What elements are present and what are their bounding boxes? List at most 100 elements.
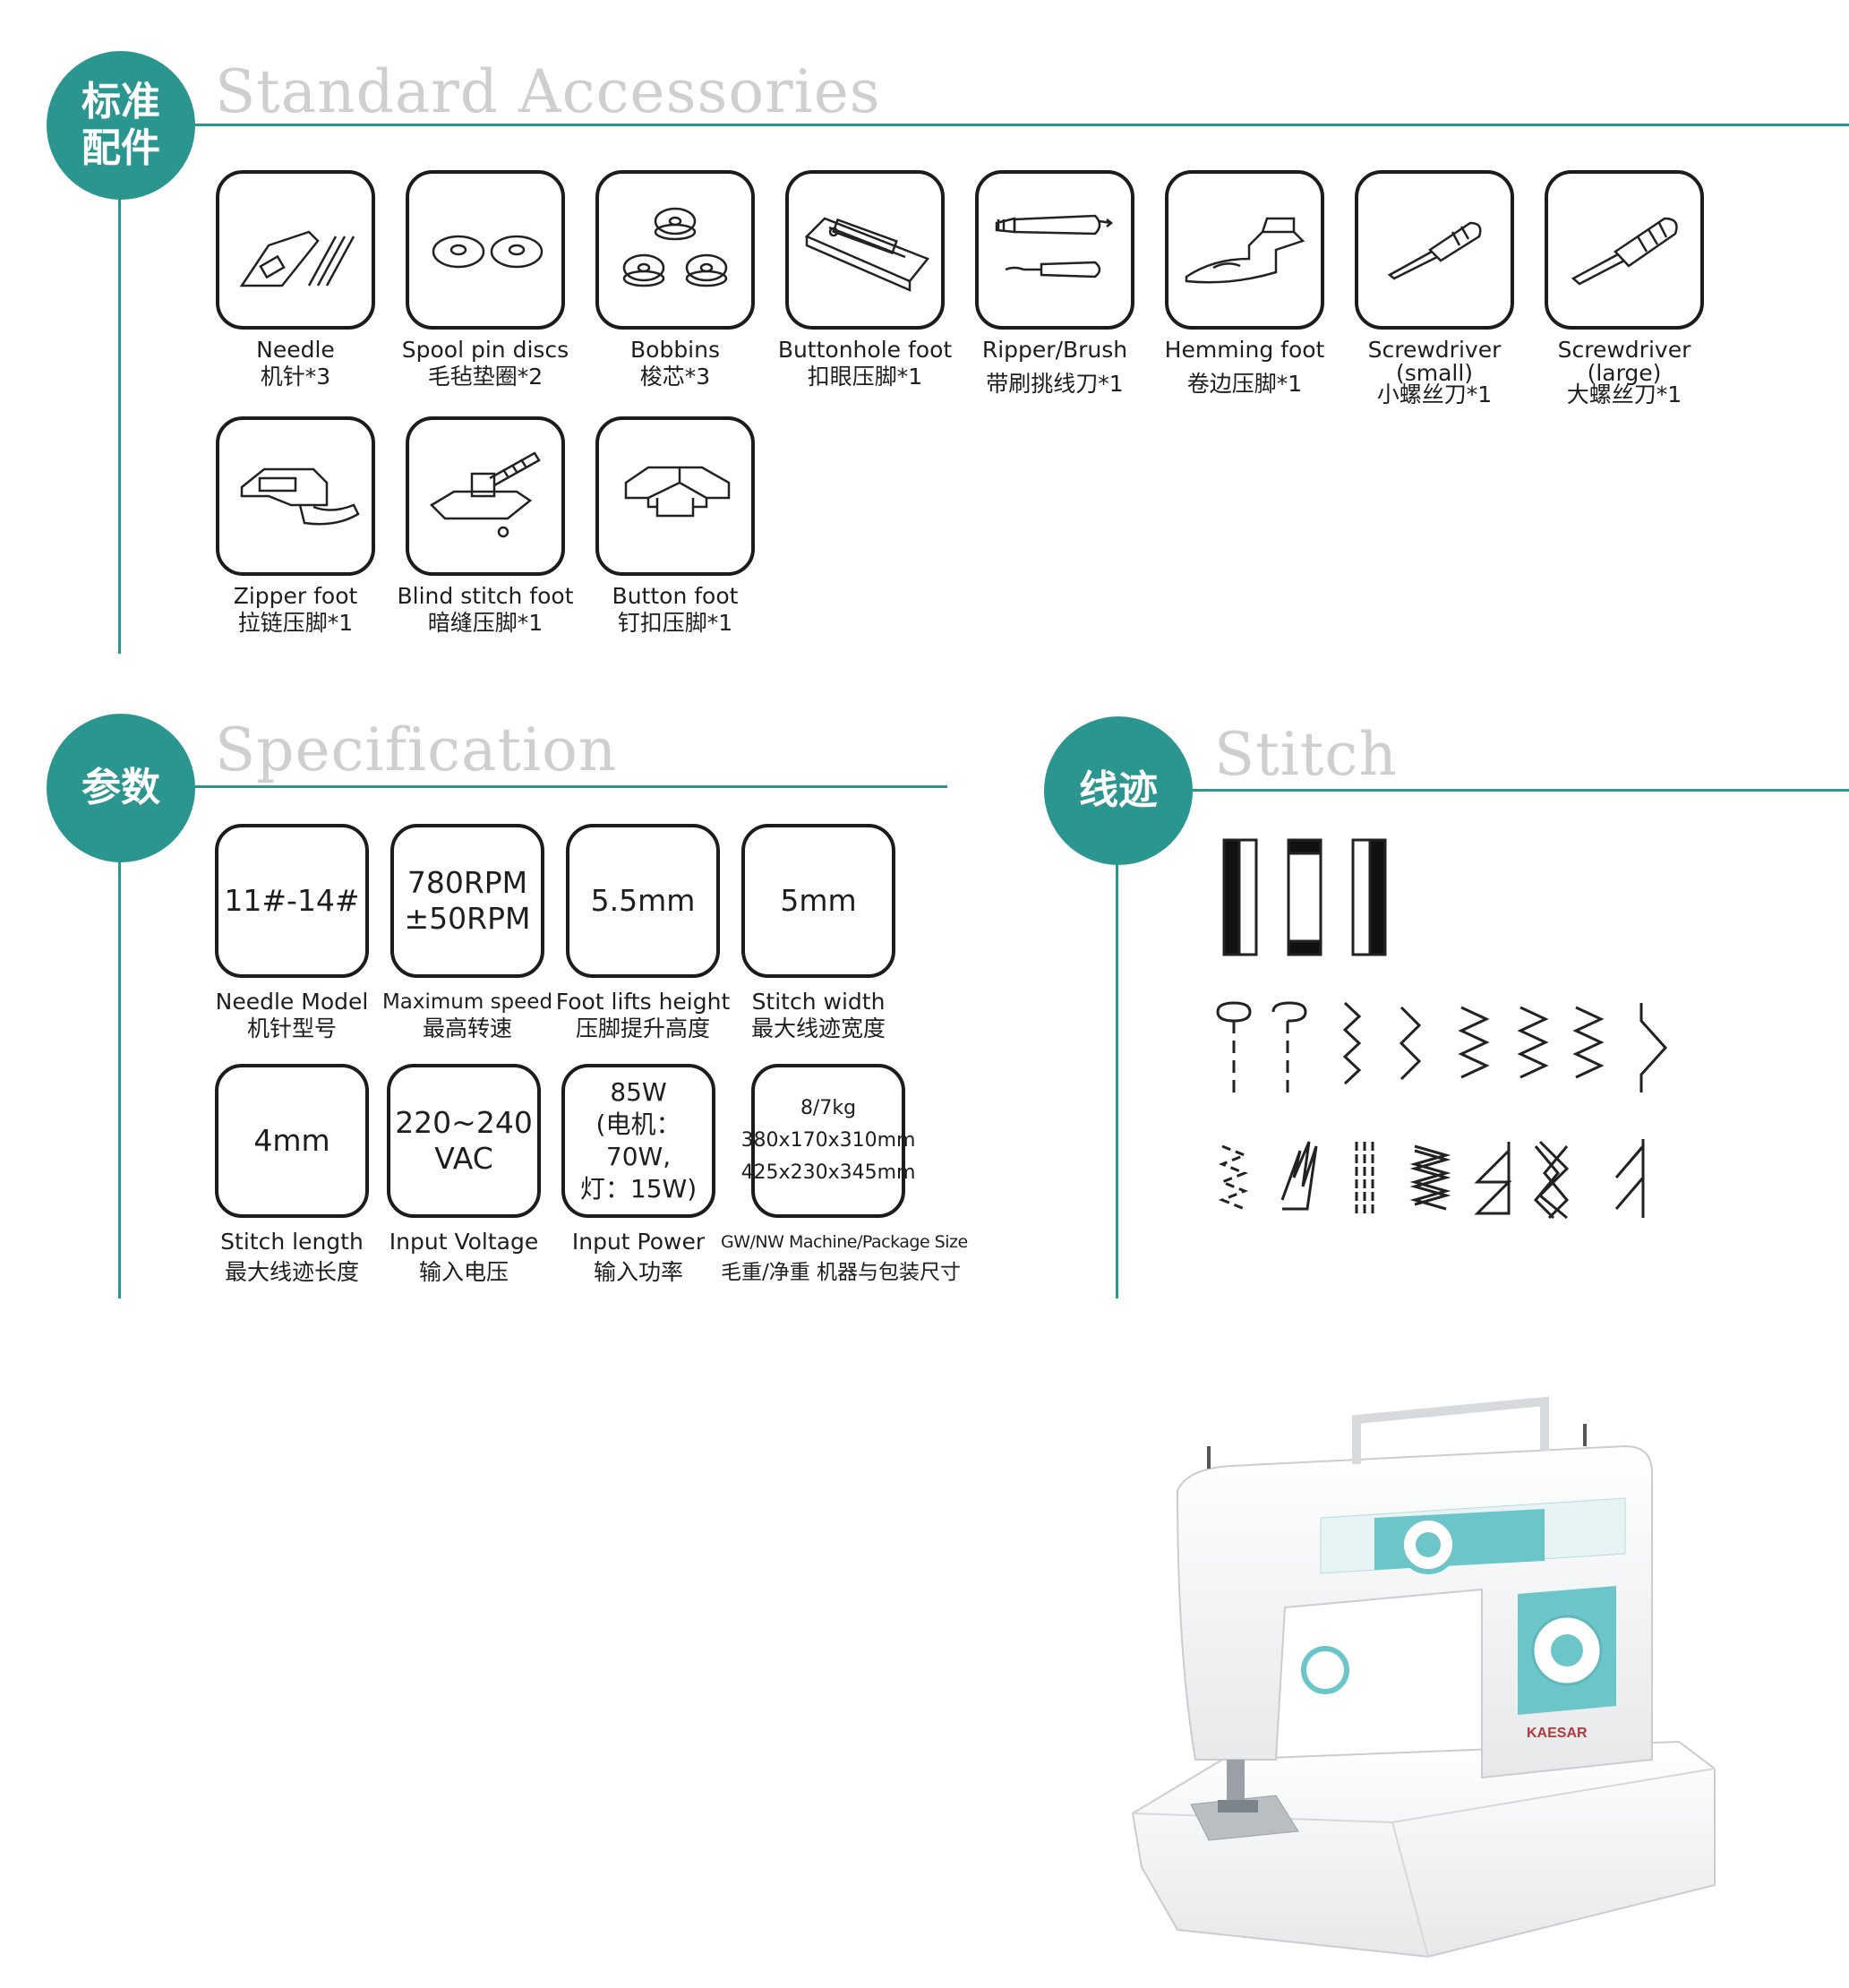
zipper-foot-icon — [240, 467, 360, 526]
accessory-en2: (large) — [1587, 360, 1662, 386]
screwdriver-small-icon — [1387, 221, 1482, 280]
button-foot-icon — [624, 466, 731, 518]
spec-input-power: 85W (电机：70W, 灯：15W) Input Power 输入功率 — [549, 1064, 728, 1286]
accessory-cn: 带刷挑线刀*1 — [986, 371, 1124, 397]
hemming-foot-icon — [1185, 217, 1305, 284]
spec-en: GW/NW Machine/Package Size — [721, 1232, 968, 1252]
spec-cn: 输入电压 — [418, 1259, 509, 1285]
accessories-divider — [195, 124, 1849, 126]
accessory-box — [1545, 170, 1704, 330]
spec-value: 220~240 — [395, 1105, 533, 1140]
accessory-en: Screwdriver — [1367, 337, 1502, 363]
accessory-box — [216, 170, 375, 330]
buttonhole-stitch-icons — [1222, 838, 1387, 956]
accessory-en2: (small) — [1395, 360, 1474, 386]
stitch-badge: 线迹 — [1044, 716, 1193, 865]
spec-en: Maximum speed — [381, 990, 553, 1014]
needle-icon — [239, 230, 355, 287]
spec-input-voltage: 220~240 VAC Input Voltage 输入电压 — [374, 1064, 553, 1286]
spec-value: 5mm — [780, 883, 857, 918]
spec-cn: 输入功率 — [593, 1259, 683, 1285]
spec-value: ±50RPM — [404, 901, 531, 936]
accessory-en: Buttonhole foot — [777, 337, 953, 363]
accessory-cn: 暗缝压脚*1 — [427, 610, 544, 636]
stitch-title: Stitch — [1214, 720, 1398, 789]
accessory-box — [1165, 170, 1324, 330]
spec-cn: 压脚提升高度 — [575, 1015, 710, 1041]
spec-weight-size: 8/7kg 380x170x310mm 425x230x345mm GW/NW … — [721, 1064, 968, 1286]
spec-value: 425x230x345mm — [740, 1161, 916, 1184]
accessory-hemming-foot: Hemming foot 卷边压脚*1 — [1150, 170, 1340, 398]
spec-en: Stitch width — [751, 989, 886, 1015]
spec-cn: 最高转速 — [422, 1015, 512, 1041]
stitch-patterns — [1216, 838, 1668, 1220]
accessory-box — [595, 416, 755, 576]
accessory-box — [975, 170, 1134, 330]
accessory-en: Spool pin discs — [401, 337, 569, 363]
accessory-en: Bobbins — [630, 337, 720, 363]
spec-en: Input Voltage — [389, 1229, 539, 1255]
spec-value-box: 8/7kg 380x170x310mm 425x230x345mm — [741, 1064, 915, 1218]
accessory-box — [1355, 170, 1514, 330]
spec-cn: 最大线迹长度 — [224, 1259, 359, 1285]
spec-foot-lift-height: 5.5mm Foot lifts height 压脚提升高度 — [553, 824, 732, 1042]
spec-value-box: 220~240 VAC — [387, 1064, 541, 1218]
spec-vertical-rule — [118, 855, 121, 1298]
spec-value-box: 5mm — [741, 824, 895, 978]
spec-value: 11#-14# — [224, 883, 360, 918]
spec-title: Specification — [215, 716, 618, 784]
spool-disc-icon — [432, 235, 544, 269]
stitch-vertical-rule — [1116, 860, 1118, 1298]
spec-value-box: 780RPM ±50RPM — [390, 824, 544, 978]
spec-value: 780RPM — [407, 865, 528, 900]
spec-value: 4mm — [253, 1123, 330, 1158]
spec-value: 5.5mm — [590, 883, 696, 918]
spec-divider — [195, 785, 947, 788]
accessory-needle: Needle 机针*3 — [201, 170, 390, 390]
spec-value-box: 5.5mm — [566, 824, 720, 978]
accessory-cn: 小螺丝刀*1 — [1376, 381, 1493, 407]
spec-stitch-length: 4mm Stitch length 最大线迹长度 — [202, 1064, 381, 1286]
machine-brand: KAESAR — [1527, 1726, 1588, 1741]
ripper-brush-icon — [995, 214, 1114, 278]
accessories-title: Standard Accessories — [215, 57, 881, 126]
accessory-cn: 梭芯*3 — [639, 364, 711, 390]
spec-en: Needle Model — [215, 989, 369, 1015]
accessory-en: Button foot — [612, 583, 739, 609]
bobbin-icon — [622, 207, 728, 287]
spec-cn: 毛重/净重 机器与包装尺寸 — [721, 1261, 962, 1284]
accessory-box — [216, 416, 375, 576]
accessory-screwdriver-large: Screwdriver (large) 大螺丝刀*1 — [1529, 170, 1719, 407]
spec-needle-model: 11#-14# Needle Model 机针型号 — [202, 824, 381, 1042]
spec-cn: 机针型号 — [246, 1015, 337, 1041]
accessory-bobbins: Bobbins 梭芯*3 — [580, 170, 770, 390]
accessory-cn: 卷边压脚*1 — [1186, 371, 1303, 397]
accessory-button-foot: Button foot 钉扣压脚*1 — [580, 416, 770, 637]
decorative-stitch-icons — [1218, 1139, 1645, 1220]
screwdriver-large-icon — [1571, 217, 1678, 286]
accessory-buttonhole-foot: Buttonhole foot 扣眼压脚*1 — [770, 170, 960, 390]
spec-value: 380x170x310mm — [740, 1129, 916, 1152]
stitch-divider — [1193, 789, 1849, 792]
spec-value: 灯：15W) — [579, 1174, 698, 1204]
spec-badge: 参数 — [47, 714, 195, 862]
accessory-cn: 扣眼压脚*1 — [807, 364, 923, 390]
accessory-cn: 机针*3 — [260, 364, 331, 390]
accessory-ripper-brush: Ripper/Brush 带刷挑线刀*1 — [960, 170, 1150, 398]
accessory-blind-stitch-foot: Blind stitch foot 暗缝压脚*1 — [390, 416, 580, 637]
spec-cn: 最大线迹宽度 — [750, 1015, 886, 1041]
spec-value: 85W — [610, 1077, 667, 1107]
spec-value: VAC — [434, 1141, 493, 1176]
accessory-screwdriver-small: Screwdriver (small) 小螺丝刀*1 — [1340, 170, 1529, 407]
accessory-cn: 钉扣压脚*1 — [617, 610, 733, 636]
accessory-spool-pin-discs: Spool pin discs 毛毡垫圈*2 — [390, 170, 580, 390]
accessories-badge: 标准 配件 — [47, 51, 195, 200]
accessory-en: Hemming foot — [1164, 337, 1325, 363]
accessory-box — [595, 170, 755, 330]
straight-zigzag-stitch-icons — [1216, 1001, 1668, 1093]
accessory-en: Screwdriver — [1557, 337, 1691, 363]
accessory-box — [785, 170, 945, 330]
accessory-en: Ripper/Brush — [981, 337, 1128, 363]
accessory-cn: 毛毡垫圈*2 — [427, 364, 544, 390]
spec-maximum-speed: 780RPM ±50RPM Maximum speed 最高转速 — [378, 824, 557, 1042]
